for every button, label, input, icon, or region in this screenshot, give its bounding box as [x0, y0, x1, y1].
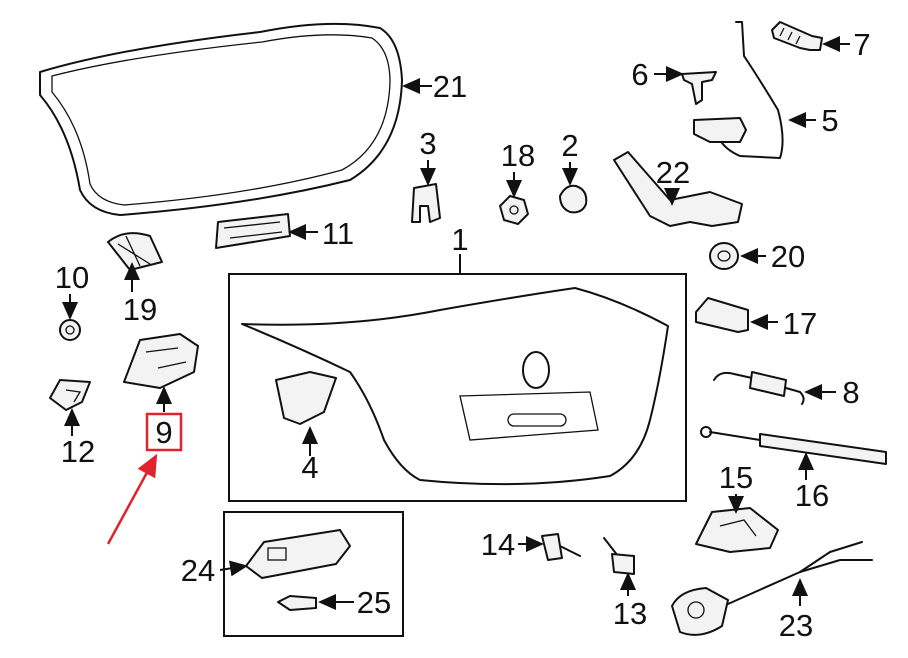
part-24-group-box	[223, 511, 404, 637]
callout-20: 20	[771, 239, 805, 274]
part-5-hinge	[693, 21, 784, 159]
part-20-grommet	[709, 242, 739, 270]
callout-6: 6	[631, 57, 648, 92]
callout-19: 19	[123, 292, 157, 327]
part-24-license-lamp	[245, 529, 351, 579]
callout-13: 13	[613, 596, 647, 631]
callout-15: 15	[719, 460, 753, 495]
part-15-camera-bracket	[695, 507, 779, 553]
part-16-gas-strut	[700, 426, 887, 465]
callout-22: 22	[656, 155, 690, 190]
callout-4: 4	[301, 450, 318, 485]
part-8-spring	[713, 371, 805, 405]
highlight-box-9	[145, 412, 183, 452]
part-13-bolt	[603, 537, 635, 575]
part-3-clip	[411, 183, 441, 223]
callout-18: 18	[501, 138, 535, 173]
callout-5: 5	[821, 103, 838, 138]
part-4-bracket	[275, 371, 337, 425]
part-18-nut	[499, 195, 529, 225]
part-23-camera	[671, 541, 873, 636]
part-14-bolt	[541, 533, 581, 561]
part-12-bracket	[49, 379, 91, 411]
callout-3: 3	[419, 126, 436, 161]
callout-17: 17	[783, 306, 817, 341]
callout-24: 24	[181, 553, 215, 588]
part-25-bulb	[277, 595, 317, 611]
part-9-latch	[123, 333, 199, 389]
callout-2: 2	[561, 128, 578, 163]
callout-11: 11	[322, 216, 354, 251]
callout-10: 10	[55, 260, 89, 295]
part-17-stop-block	[695, 297, 749, 333]
callout-9: 9	[155, 415, 172, 450]
callout-7: 7	[853, 27, 870, 62]
callout-21: 21	[433, 69, 467, 104]
callout-14: 14	[481, 527, 515, 562]
part-22-handle	[613, 151, 743, 227]
callout-16: 16	[795, 478, 829, 513]
part-10-nut	[59, 319, 81, 341]
leader-lines	[62, 36, 850, 610]
callout-25: 25	[357, 585, 391, 620]
highlight-arrow	[106, 453, 158, 545]
callout-1: 1	[451, 222, 468, 257]
part-7-screw	[771, 21, 823, 51]
callout-12: 12	[61, 434, 95, 469]
part-1-trunk-lid	[241, 287, 669, 486]
callout-23: 23	[779, 608, 813, 643]
part-11-trim-panel	[215, 213, 291, 249]
part-2-grommet	[559, 184, 588, 214]
part-6-push-pin	[681, 71, 717, 105]
part-19-bumper	[107, 232, 163, 271]
part-1-group-box	[228, 273, 687, 502]
part-21-weatherstrip	[39, 22, 403, 216]
callout-8: 8	[842, 375, 859, 410]
